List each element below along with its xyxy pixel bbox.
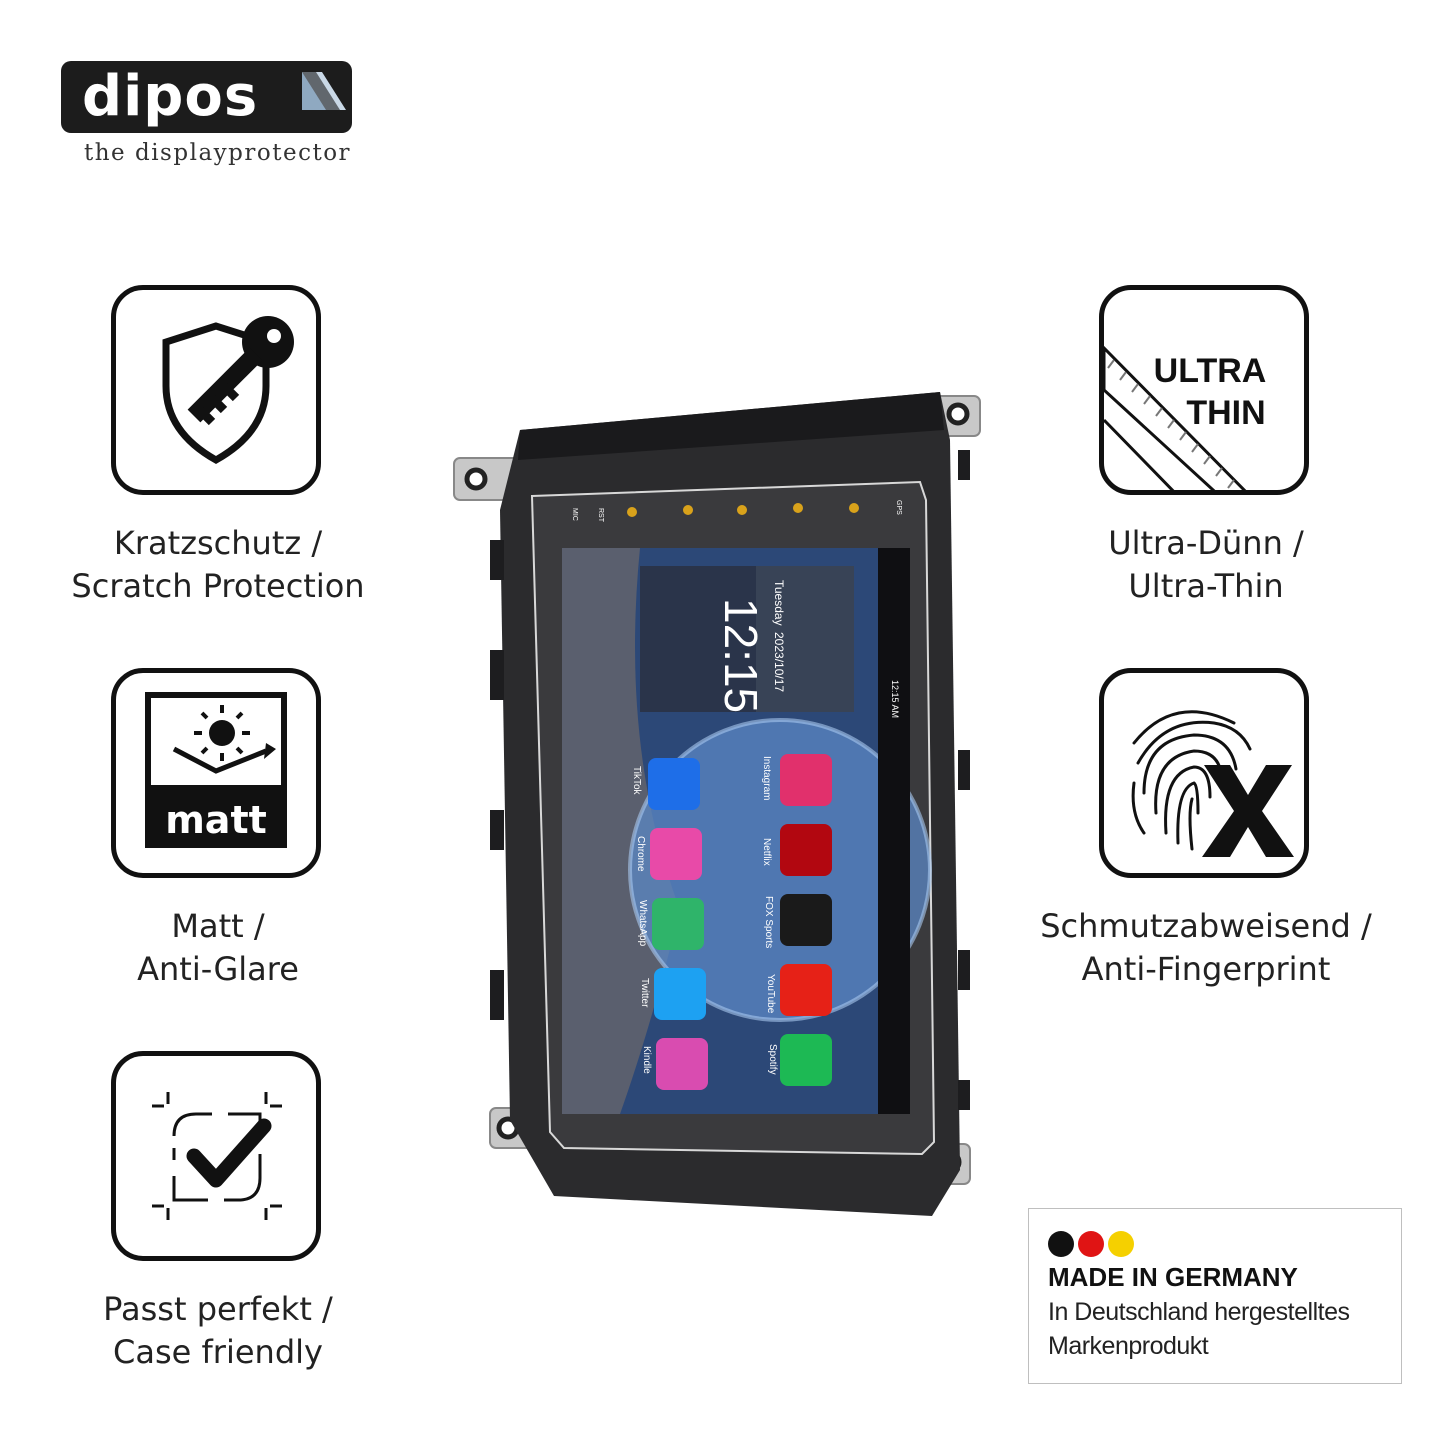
- thin-icon-text: THIN: [1186, 394, 1265, 432]
- fingerprint-x-icon: [1131, 710, 1294, 857]
- clock-date: 2023/10/17: [772, 632, 786, 693]
- clock-time: 12:15: [715, 598, 767, 714]
- made-in-germany-line1: In Deutschland hergestelltes: [1048, 1298, 1350, 1326]
- head-unit-device: [453, 392, 981, 1216]
- made-in-germany-line2: Markenprodukt: [1048, 1332, 1209, 1360]
- matt-tile: matt: [111, 668, 321, 878]
- status-time: 12:15 AM: [890, 680, 900, 719]
- app-label: Kindle: [641, 1046, 652, 1074]
- flag-dot-red: [1078, 1231, 1104, 1257]
- app-label: Netflix: [761, 838, 772, 866]
- flag-dot-gold: [1108, 1231, 1134, 1257]
- app-label: TikTok: [631, 766, 642, 795]
- app-label: Instagram: [761, 756, 772, 801]
- anti-fingerprint-tile: [1099, 668, 1309, 878]
- ultra-icon-text: ULTRA: [1154, 352, 1267, 390]
- ultra-thin-tile: ULTRA THIN: [1099, 285, 1309, 495]
- button-rst: RST: [597, 508, 604, 522]
- logo-corner-icon: [302, 72, 346, 110]
- sun-glare-icon: matt: [145, 692, 287, 848]
- scratch-protection-tile: [111, 285, 321, 495]
- ruler-icon: ULTRA THIN: [1104, 344, 1267, 490]
- app-label: YouTube: [765, 974, 776, 1014]
- app-label: FOX Sports: [763, 896, 774, 949]
- ultra-thin-label: Ultra-Dünn / Ultra-Thin: [1108, 524, 1304, 605]
- logo-brand: dipos: [82, 64, 259, 129]
- flag-dot-black: [1048, 1231, 1074, 1257]
- button-gps: GPS: [895, 500, 902, 515]
- clock-day: Tuesday: [772, 580, 786, 626]
- app-label: WhatsApp: [637, 900, 648, 947]
- shield-key-icon: [162, 316, 294, 465]
- app-grid: [648, 754, 832, 1090]
- matt-label: Matt / Anti-Glare: [137, 907, 299, 988]
- case-friendly-tile: [111, 1051, 321, 1261]
- logo-tagline: the displayprotector: [84, 140, 352, 166]
- app-label: Chrome: [635, 836, 646, 872]
- checkmark-frame-icon: [152, 1092, 282, 1220]
- app-label: Spotify: [767, 1044, 778, 1075]
- button-mic: MIC: [571, 508, 578, 521]
- made-in-germany-title: MADE IN GERMANY: [1048, 1262, 1298, 1292]
- matt-icon-text: matt: [165, 798, 267, 842]
- scratch-protection-label: Kratzschutz / Scratch Protection: [71, 524, 365, 605]
- app-label: Twitter: [639, 978, 650, 1008]
- case-friendly-label: Passt perfekt / Case friendly: [103, 1290, 333, 1371]
- anti-fingerprint-label: Schmutzabweisend / Anti-Fingerprint: [1040, 907, 1372, 988]
